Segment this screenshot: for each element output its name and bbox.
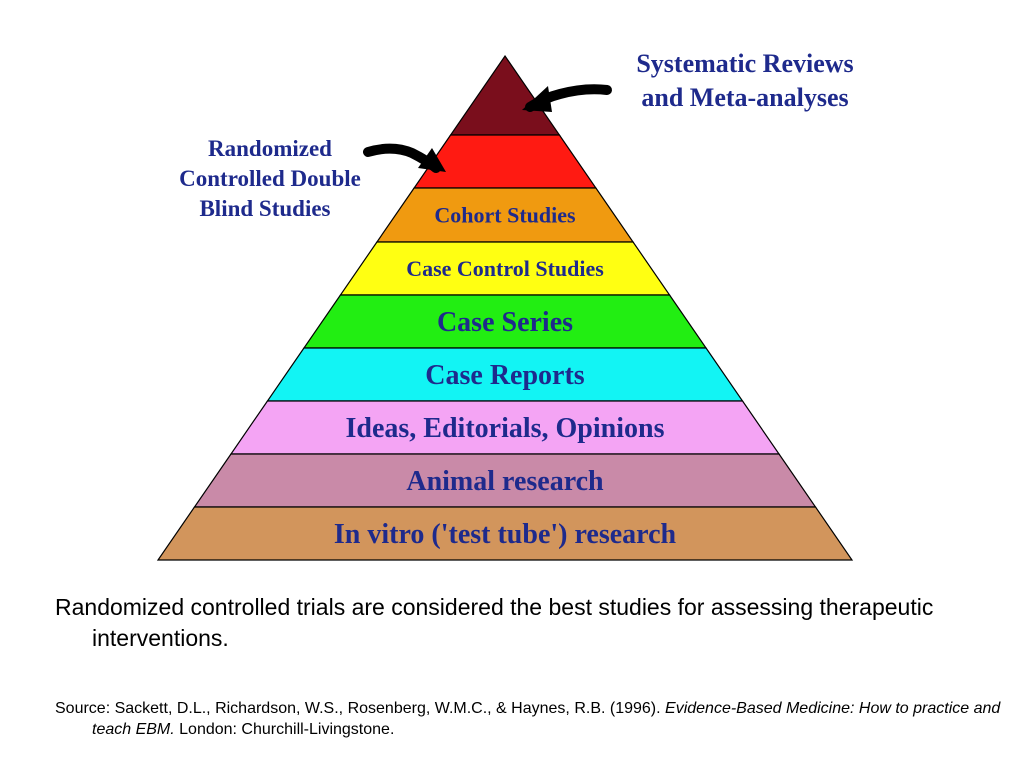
pyramid-tier-label-6: Case Reports: [425, 360, 585, 391]
source-suffix: London: Churchill-Livingstone.: [174, 721, 395, 738]
pyramid-tier-label-5: Case Series: [437, 307, 573, 338]
pyramid-tier-label-7: Ideas, Editorials, Opinions: [346, 413, 665, 444]
callout-rct-line-1: Randomized: [208, 136, 332, 161]
pyramid-tier-2: [412, 134, 598, 189]
callout-systematic-reviews-line-1: Systematic Reviews: [636, 49, 853, 78]
callout-systematic-reviews-line-2: and Meta-analyses: [641, 83, 848, 112]
callout-rct-line-3: Blind Studies: [199, 196, 330, 221]
source-title: Evidence-Based Medicine: How to practice…: [92, 700, 1001, 738]
arrow-icon: [363, 143, 446, 173]
pyramid-tier-label-9: In vitro ('test tube') research: [334, 519, 677, 550]
pyramid-tier-label-8: Animal research: [406, 466, 604, 497]
callout-rct-line-2: Controlled Double: [179, 166, 361, 191]
caption-text: Randomized controlled trials are conside…: [55, 594, 934, 651]
source-prefix: Source: Sackett, D.L., Richardson, W.S.,…: [55, 700, 666, 717]
pyramid-tier-9: [156, 506, 854, 561]
source-citation: Source: Sackett, D.L., Richardson, W.S.,…: [55, 698, 1022, 740]
arrow-icon: [522, 84, 612, 112]
pyramid-tier-label-3: Cohort Studies: [434, 202, 576, 227]
pyramid-tier-label-4: Case Control Studies: [406, 256, 604, 281]
